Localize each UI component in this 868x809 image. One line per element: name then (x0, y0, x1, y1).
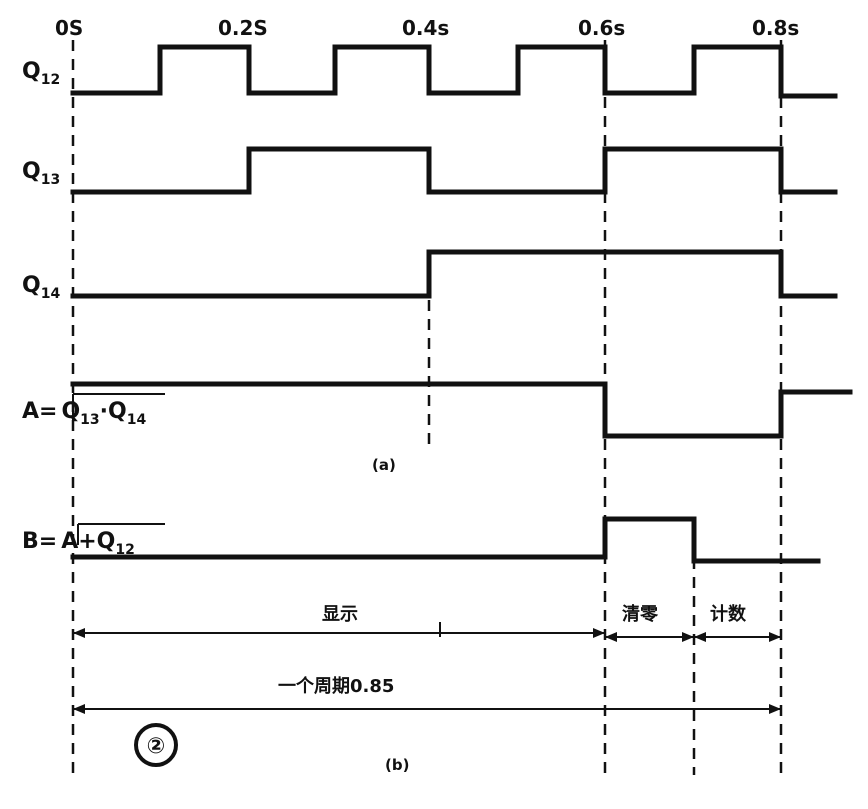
caption-part-a: (a) (372, 456, 396, 474)
interval-label-count: 计数 (710, 603, 747, 625)
label-q14: Q14 (22, 273, 60, 302)
waveform-b (70, 516, 821, 564)
label-q12: Q12 (22, 59, 60, 88)
waveform-q13 (70, 146, 838, 195)
interval-label-display: 显示 (322, 604, 358, 625)
time-label-4: 0.8s (752, 16, 799, 40)
interval-arrows (73, 622, 781, 642)
period-label: 一个周期0.85 (278, 675, 394, 697)
waveform-q14 (70, 249, 838, 299)
label-b: B=A+Q12 (22, 529, 135, 558)
interval-label-clear: 清零 (622, 604, 659, 625)
time-label-0: 0S (55, 16, 83, 40)
figure-number: ② (147, 734, 166, 759)
time-label-3: 0.6s (578, 16, 625, 40)
label-a: A=Q13·Q14 (22, 399, 146, 428)
period-arrow (73, 704, 781, 714)
time-label-1: 0.2S (218, 16, 268, 40)
time-label-2: 0.4s (402, 16, 449, 40)
figure-number-circle (134, 723, 178, 767)
label-q13: Q13 (22, 159, 60, 188)
waveform-a (70, 381, 853, 439)
caption-part-b: (b) (385, 756, 409, 774)
waveform-q12 (70, 44, 838, 99)
